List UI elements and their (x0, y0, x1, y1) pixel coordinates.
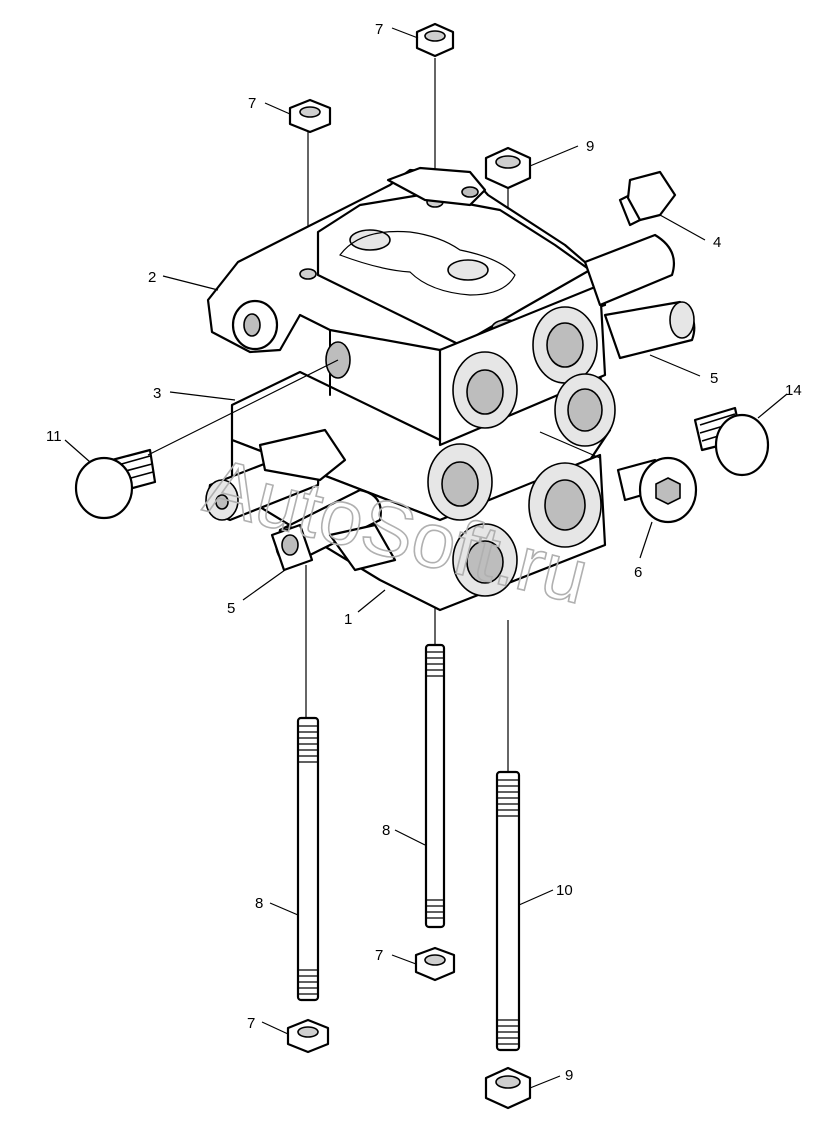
stud-10-right (495, 770, 521, 1052)
callout-1: 1 (344, 611, 352, 628)
callout-7-top-center: 7 (375, 21, 383, 38)
callout-labels: 7 7 9 4 2 3 5 14 11 6 5 1 8 8 10 7 7 9 (46, 21, 802, 1084)
nut-top-left (288, 98, 332, 134)
plug-11 (74, 448, 157, 520)
top-port-1 (349, 229, 391, 251)
nut-large-top (484, 146, 532, 190)
callout-5-left: 5 (227, 600, 235, 617)
callout-8-center: 8 (382, 822, 390, 839)
plug-5-left (270, 523, 314, 572)
callout-14: 14 (785, 382, 802, 399)
plug-14 (693, 406, 770, 477)
port-upper-3 (567, 388, 603, 432)
callout-7-top-left: 7 (248, 95, 256, 112)
callout-2: 2 (148, 269, 156, 286)
top-port-2 (447, 259, 489, 281)
nut-top-center (415, 22, 455, 58)
port-lower-2 (544, 479, 586, 531)
stud-8-center (424, 643, 446, 929)
callout-6: 6 (634, 564, 642, 581)
callout-7-bottom-center: 7 (375, 947, 383, 964)
callout-9-bottom: 9 (565, 1067, 573, 1084)
callout-3: 3 (153, 385, 161, 402)
callout-7-bottom-left: 7 (247, 1015, 255, 1032)
leader-lines (64, 27, 788, 1089)
port-lower-3 (466, 540, 504, 584)
stud-hole-left (299, 268, 317, 280)
nut-bottom-center (414, 946, 456, 982)
stud-8-left (296, 716, 320, 1002)
port-lower-1 (441, 461, 479, 507)
callout-5-right: 5 (710, 370, 718, 387)
callout-11: 11 (46, 428, 62, 445)
port-upper-2 (546, 322, 584, 368)
plug-bolt-4 (618, 170, 677, 227)
nut-large-bottom (484, 1066, 532, 1110)
valve-body (205, 166, 696, 612)
callout-9-top: 9 (586, 138, 594, 155)
callout-4: 4 (713, 234, 721, 251)
port-upper-1 (466, 369, 504, 415)
spool-end-upper-right (583, 233, 676, 307)
callout-8-left: 8 (255, 895, 263, 912)
nut-bottom-left (286, 1018, 330, 1054)
callout-10: 10 (556, 882, 573, 899)
socket-screw-6 (616, 456, 698, 524)
